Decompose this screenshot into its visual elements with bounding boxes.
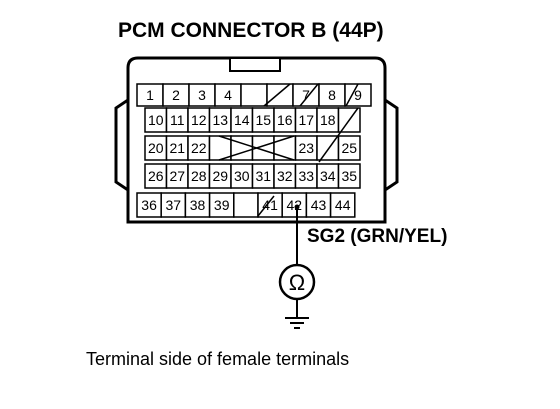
terminal-number: 18 xyxy=(320,112,336,128)
terminal-number: 3 xyxy=(198,87,206,103)
locking-tab xyxy=(229,57,281,72)
blank-cavity-slash xyxy=(345,83,359,107)
ohm-symbol: Ω xyxy=(289,270,305,295)
terminal-number: 43 xyxy=(311,197,327,213)
terminal-number: 38 xyxy=(190,197,206,213)
terminal-number: 2 xyxy=(172,87,180,103)
terminal-number: 25 xyxy=(341,140,357,156)
terminal-number: 44 xyxy=(335,197,351,213)
terminal-number: 9 xyxy=(354,87,362,103)
terminal-cell xyxy=(281,192,308,218)
terminal-number: 41 xyxy=(262,197,278,213)
terminal-cell xyxy=(240,83,268,107)
connector-housing xyxy=(126,56,387,224)
blank-cavity-slash xyxy=(299,83,319,107)
terminal-number: 26 xyxy=(148,168,164,184)
housing-left-flange xyxy=(114,98,129,192)
terminal-number: 36 xyxy=(141,197,157,213)
terminal-number: 34 xyxy=(320,168,336,184)
blank-cavity-cross xyxy=(218,135,295,161)
terminal-cell xyxy=(233,192,259,218)
ground-icon xyxy=(285,317,309,329)
terminal-number: 10 xyxy=(148,112,164,128)
terminal-cell xyxy=(160,192,187,218)
terminal-number: 14 xyxy=(234,112,250,128)
terminal-number: 4 xyxy=(224,87,232,103)
terminal-number: 37 xyxy=(166,197,182,213)
diagram-title: PCM CONNECTOR B (44P) xyxy=(118,19,384,42)
terminal-number: 12 xyxy=(191,112,207,128)
terminal-number: 29 xyxy=(212,168,228,184)
blank-cavity-slash xyxy=(318,107,359,163)
terminal-number: 13 xyxy=(212,112,228,128)
terminal-number: 42 xyxy=(287,197,303,213)
terminal-cell xyxy=(184,192,211,218)
terminal-cell xyxy=(305,192,332,218)
blank-cavity-slash xyxy=(257,195,275,217)
terminal-cell xyxy=(337,163,361,189)
terminal-number: 1 xyxy=(146,87,154,103)
terminal-number: 7 xyxy=(302,87,310,103)
terminal-cell xyxy=(337,135,361,161)
terminal-number: 21 xyxy=(169,140,185,156)
terminal-number: 35 xyxy=(341,168,357,184)
unused-terminal-marks xyxy=(218,83,359,217)
terminal-number: 31 xyxy=(255,168,271,184)
terminal-number: 28 xyxy=(191,168,207,184)
terminal-number: 17 xyxy=(298,112,314,128)
terminal-cell xyxy=(266,83,294,107)
probe-point xyxy=(294,204,300,210)
terminal-grid xyxy=(136,83,372,218)
terminal-cell xyxy=(329,192,356,218)
terminal-number: 8 xyxy=(328,87,336,103)
terminal-cell xyxy=(208,135,232,161)
terminal-number: 11 xyxy=(170,112,185,128)
terminal-number: 15 xyxy=(255,112,271,128)
caption: Terminal side of female terminals xyxy=(86,349,349,369)
terminal-number: 33 xyxy=(298,168,314,184)
terminal-number: 23 xyxy=(298,140,314,156)
wire-label: SG2 (GRN/YEL) xyxy=(307,226,447,247)
terminal-cell xyxy=(230,135,254,161)
terminal-number: 30 xyxy=(234,168,250,184)
terminal-number: 27 xyxy=(169,168,185,184)
terminal-number: 20 xyxy=(148,140,164,156)
terminal-number: 32 xyxy=(277,168,293,184)
terminal-number: 22 xyxy=(191,140,207,156)
terminal-number: 16 xyxy=(277,112,293,128)
housing-right-flange xyxy=(384,98,399,192)
blank-cavity-slash xyxy=(263,83,291,107)
terminal-number: 39 xyxy=(214,197,230,213)
